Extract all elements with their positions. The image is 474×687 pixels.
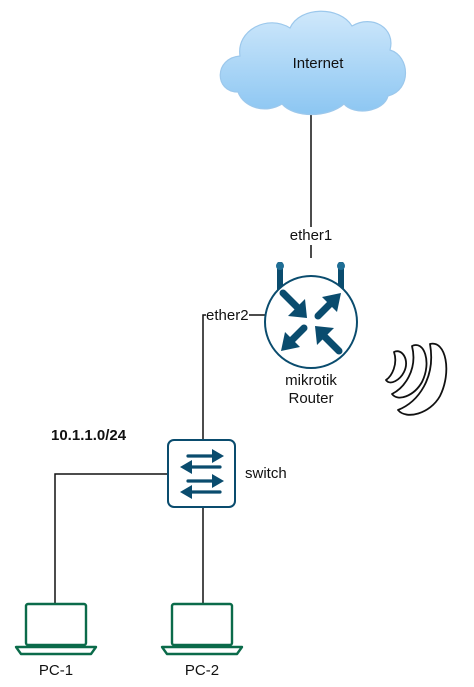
pc1-label: PC-1 (38, 662, 74, 679)
pc2-label: PC-2 (184, 662, 220, 679)
cloud-icon (219, 10, 406, 115)
link-switch-pc1 (54, 473, 168, 604)
laptop-icon (14, 602, 98, 656)
switch-icon (167, 439, 236, 508)
wifi-signal-icon (385, 343, 448, 416)
ether1-port-label: ether1 (289, 227, 333, 245)
connection-lines (54, 112, 312, 604)
router-icon (264, 262, 358, 369)
router-label-line2: Router (288, 390, 334, 407)
router-label-line1: mikrotik (285, 372, 337, 389)
switch-label: switch (245, 465, 287, 482)
subnet-label: 10.1.1.0/24 (51, 427, 127, 444)
internet-label: Internet (292, 55, 344, 72)
laptop-icon (160, 602, 244, 656)
link-router-switch (202, 314, 266, 440)
ether2-port-label: ether2 (206, 307, 249, 325)
